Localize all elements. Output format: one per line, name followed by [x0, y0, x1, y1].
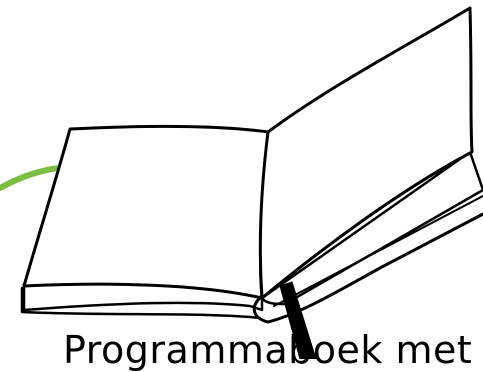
open-book-icon	[20, 6, 483, 324]
book-illustration	[0, 6, 483, 359]
ribbon-bookmark-icon	[279, 281, 317, 359]
caption-text: Programmaboek met	[63, 328, 473, 372]
